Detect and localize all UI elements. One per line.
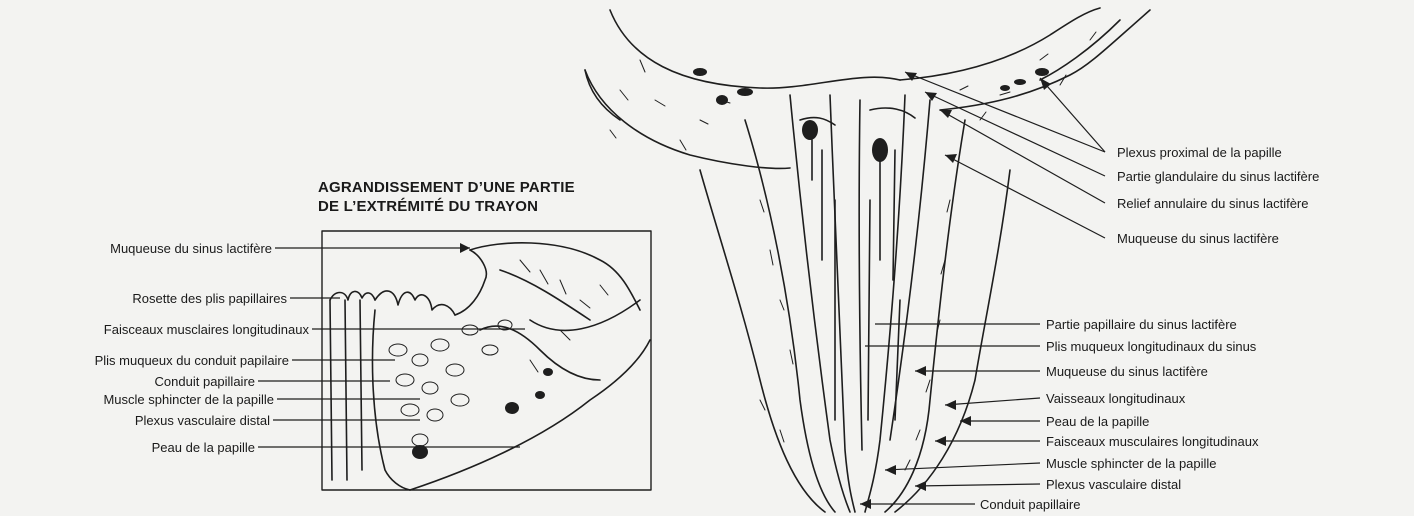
- inset-drawing: [330, 243, 650, 490]
- label-left-muscle-sphincter: Muscle sphincter de la papille: [103, 392, 274, 407]
- udder-wall-outline: [585, 8, 1150, 168]
- label-right-peau-papille: Peau de la papille: [1046, 414, 1149, 429]
- label-right-relief-annulaire: Relief annulaire du sinus lactifère: [1117, 196, 1309, 211]
- label-left-conduit-papillaire: Conduit papillaire: [155, 374, 255, 389]
- label-right-plexus-proximal: Plexus proximal de la papille: [1117, 145, 1282, 160]
- tissue-texture: [610, 32, 1096, 470]
- label-left-plis-muqueux-conduit: Plis muqueux du conduit papilaire: [95, 353, 289, 368]
- label-right-plexus-distal: Plexus vasculaire distal: [1046, 477, 1181, 492]
- label-right-faisceaux-musculaires: Faisceaux musculaires longitudinaux: [1046, 434, 1258, 449]
- label-left-peau-papille: Peau de la papille: [152, 440, 255, 455]
- label-right-muqueuse-sinus-lower: Muqueuse du sinus lactifère: [1046, 364, 1208, 379]
- label-right-conduit-papillaire: Conduit papillaire: [980, 497, 1080, 512]
- inset-title: AGRANDISSEMENT D’UNE PARTIE DE L’EXTRÉMI…: [318, 178, 575, 216]
- label-right-partie-papillaire: Partie papillaire du sinus lactifère: [1046, 317, 1237, 332]
- label-right-vaisseaux-longitudinaux: Vaisseaux longitudinaux: [1046, 391, 1185, 406]
- label-left-plexus-distal: Plexus vasculaire distal: [135, 413, 270, 428]
- label-right-plis-muqueux-longitudinaux: Plis muqueux longitudinaux du sinus: [1046, 339, 1256, 354]
- vessel-spots: [693, 68, 1049, 162]
- label-left-rosette-plis: Rosette des plis papillaires: [132, 291, 287, 306]
- leader-lines: [258, 72, 1105, 504]
- teat-outer-outline: [700, 120, 1010, 512]
- teat-canal-structures: [790, 95, 930, 512]
- inset-title-line-1: AGRANDISSEMENT D’UNE PARTIE: [318, 178, 575, 197]
- label-left-faisceaux-musclaires: Faisceaux musclaires longitudinaux: [104, 322, 309, 337]
- label-right-partie-glandulaire: Partie glandulaire du sinus lactifère: [1117, 169, 1319, 184]
- label-right-muqueuse-sinus-upper: Muqueuse du sinus lactifère: [1117, 231, 1279, 246]
- label-right-muscle-sphincter: Muscle sphincter de la papille: [1046, 456, 1217, 471]
- inset-title-line-2: DE L’EXTRÉMITÉ DU TRAYON: [318, 197, 575, 216]
- label-left-muqueuse-sinus: Muqueuse du sinus lactifère: [110, 241, 272, 256]
